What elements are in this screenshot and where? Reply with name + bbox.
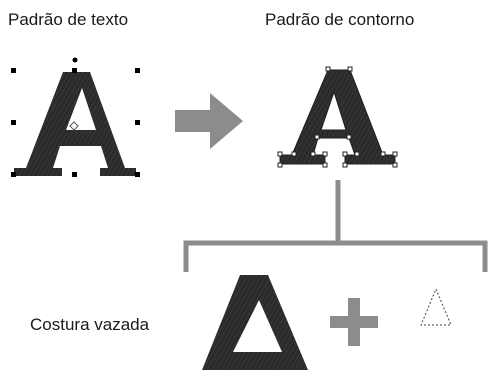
letter-a-bottom-shape: [202, 275, 308, 370]
outline-handles: [277, 66, 398, 168]
letter-a-selected-icon[interactable]: [11, 57, 140, 178]
text-pattern-label: Padrão de texto: [8, 10, 129, 29]
connector-lines: [183, 180, 488, 272]
letter-a-outline-icon[interactable]: [277, 66, 398, 168]
rotation-diamond-icon: [69, 121, 79, 131]
hollow-stitch-label: Costura vazada: [30, 315, 150, 334]
letter-a-left-shape: [14, 72, 136, 176]
plus-sign-icon: [330, 298, 378, 346]
dashed-triangle-outline-icon: [420, 287, 452, 326]
selection-handles: [11, 57, 140, 177]
right-arrow-icon: [175, 93, 243, 149]
outline-pattern-label: Padrão de contorno: [265, 10, 415, 29]
letter-a-right-shape: [279, 69, 396, 165]
letter-a-hollow-icon: [202, 275, 308, 370]
